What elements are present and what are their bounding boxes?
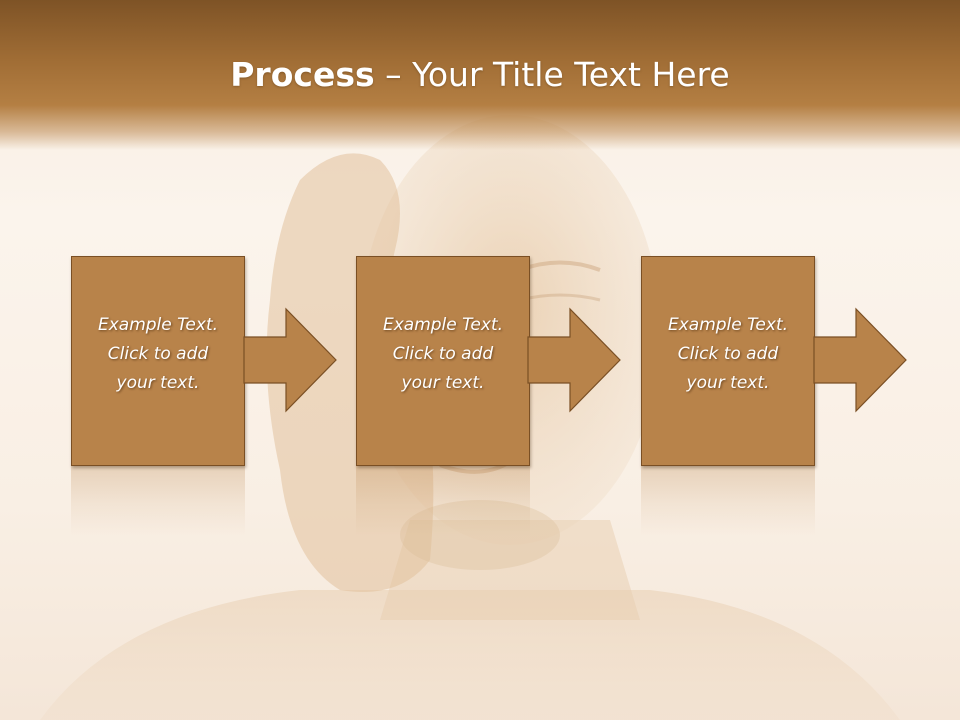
title-banner: Process – Your Title Text Here [0,0,960,150]
process-step-3[interactable]: Example Text. Click to add your text. [641,256,815,466]
step-1-line-1: Example Text. [97,315,219,335]
title-rest-text: – Your Title Text Here [374,55,730,94]
process-step-2[interactable]: Example Text. Click to add your text. [356,256,530,466]
step-1-line-2: Click to add [107,344,209,364]
step-3-line-2: Click to add [677,344,779,364]
right-arrow-icon [243,307,337,413]
step-2-line-3: your text. [401,373,485,393]
step-2-line-1: Example Text. [382,315,504,335]
step-1-line-3: your text. [116,373,200,393]
step-1-box[interactable]: Example Text. Click to add your text. [71,256,245,466]
title-bold-text: Process [230,55,375,94]
step-2-text[interactable]: Example Text. Click to add your text. [357,311,529,398]
step-1-text[interactable]: Example Text. Click to add your text. [72,311,244,398]
step-1-reflection [71,466,245,536]
right-arrow-icon [813,307,907,413]
process-step-1[interactable]: Example Text. Click to add your text. [71,256,245,466]
step-3-reflection [641,466,815,536]
step-2-reflection [356,466,530,536]
step-2-line-2: Click to add [392,344,494,364]
step-3-text[interactable]: Example Text. Click to add your text. [642,311,814,398]
step-3-line-3: your text. [686,373,770,393]
step-3-line-1: Example Text. [667,315,789,335]
step-2-box[interactable]: Example Text. Click to add your text. [356,256,530,466]
step-3-box[interactable]: Example Text. Click to add your text. [641,256,815,466]
slide-title[interactable]: Process – Your Title Text Here [0,52,960,98]
right-arrow-icon [527,307,621,413]
